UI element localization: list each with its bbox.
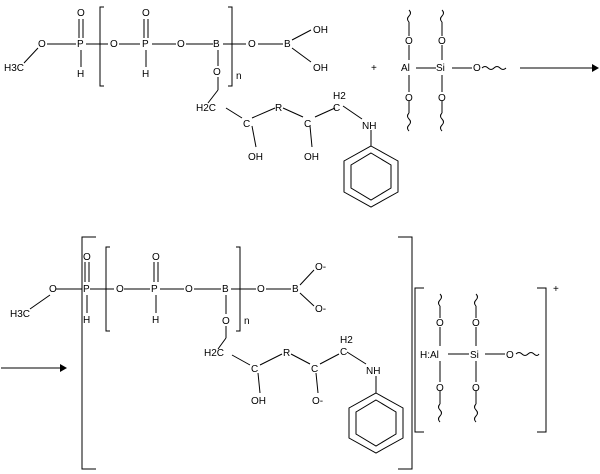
si-side-oxygen-label: O [473, 63, 481, 74]
ester-oxygen-label: O [38, 39, 46, 50]
al-top-oxygen-label: O [405, 36, 413, 47]
hydroxyl-1-label: OH [313, 25, 328, 36]
product-amine-label: NH [366, 366, 380, 377]
product-bridge-oxygen-3-label: O [257, 284, 265, 295]
carbon-2-label: C [304, 119, 311, 130]
wavy-bond-icon [474, 403, 478, 423]
reactant-polymer: H3C O P O H O P O H O B O B OH OH n O H2… [4, 6, 399, 208]
product-repeat-subscript-n: n [244, 316, 250, 327]
carbon-1-label: C [243, 119, 250, 130]
wavy-bond-icon [474, 293, 478, 307]
hydroxyl-4-label: OH [304, 152, 319, 163]
product-polymer: H3C O P O H O P O H O B O B O- O- n O H2… [10, 236, 413, 470]
product-boron-2-label: B [292, 284, 299, 295]
boron-1-label: B [213, 39, 220, 50]
methyl-label: H3C [4, 63, 24, 74]
reaction-arrow-top [520, 64, 599, 72]
wavy-bond-icon [440, 9, 444, 23]
product-phosphoryl-oxygen-1-label: O [83, 252, 91, 263]
product-boron-1-label: B [222, 284, 229, 295]
wavy-bond-icon [515, 352, 540, 356]
phosphorus-1-label: P [77, 39, 84, 50]
product-methylene-c-label: C [340, 347, 347, 358]
si-top-oxygen-label: O [438, 36, 446, 47]
phosphorus-2-label: P [142, 39, 149, 50]
r-group-label: R [275, 103, 282, 114]
product-methylene-label: H2C [204, 348, 224, 359]
product-si-side-oxygen-label: O [506, 350, 514, 361]
hydroxyl-3-label: OH [248, 152, 263, 163]
wavy-bond-icon [407, 9, 411, 23]
product-methyl-label: H3C [10, 309, 30, 320]
phosphorus-hydrogen-1-label: H [77, 69, 84, 80]
product-aluminosilicate: O O H:Al Si O O O + [414, 284, 559, 433]
product-si-top-oxygen-label: O [472, 318, 480, 329]
al-bottom-oxygen-label: O [405, 93, 413, 104]
product-r-group-label: R [283, 348, 290, 359]
product-bridge-oxygen-2-label: O [185, 284, 193, 295]
amine-label: NH [362, 121, 376, 132]
bridge-oxygen-3-label: O [248, 39, 256, 50]
protonated-aluminum-label: H:Al [420, 350, 439, 361]
wavy-bond-icon [438, 293, 442, 307]
aluminum-label: Al [401, 63, 410, 74]
product-al-top-oxygen-label: O [436, 318, 444, 329]
bridge-oxygen-2-label: O [177, 39, 185, 50]
product-oxide-1-label: O- [315, 262, 326, 273]
silicon-label: Si [436, 63, 445, 74]
product-al-bottom-oxygen-label: O [436, 383, 444, 394]
product-ester-oxygen-label: O [49, 284, 57, 295]
product-silicon-label: Si [470, 350, 479, 361]
boron-oxygen-label: O [213, 67, 221, 78]
repeat-subscript-n: n [236, 71, 242, 82]
product-boron-oxygen-label: O [222, 316, 230, 327]
phosphoryl-oxygen-1-label: O [77, 8, 85, 19]
wavy-bond-icon [440, 112, 444, 132]
product-carbon-1-label: C [251, 364, 258, 375]
methylene-h2-label: H2 [333, 91, 346, 102]
wavy-bond-icon [407, 112, 411, 132]
product-phosphoryl-oxygen-2-label: O [152, 252, 160, 263]
phosphoryl-oxygen-2-label: O [142, 8, 150, 19]
product-hydroxyl-label: OH [251, 396, 266, 407]
product-carbon-2-label: C [311, 364, 318, 375]
product-si-bottom-oxygen-label: O [472, 383, 480, 394]
product-methylene-h2-label: H2 [340, 335, 353, 346]
product-phosphorus-1-label: P [83, 284, 90, 295]
cation-charge-label: + [553, 284, 559, 295]
product-alkoxide-label: O- [312, 396, 323, 407]
reaction-arrow-bottom [1, 364, 67, 372]
wavy-bond-icon [438, 403, 442, 423]
boron-2-label: B [284, 39, 291, 50]
product-phosphorus-hydrogen-2-label: H [152, 315, 159, 326]
wavy-bond-icon [481, 66, 507, 70]
product-bridge-oxygen-1-label: O [116, 284, 124, 295]
bridge-oxygen-1-label: O [110, 39, 118, 50]
product-phosphorus-hydrogen-1-label: H [83, 315, 90, 326]
product-phosphorus-2-label: P [151, 284, 158, 295]
methylene-label: H2C [196, 103, 216, 114]
hydroxyl-2-label: OH [313, 63, 328, 74]
product-oxide-2-label: O- [315, 304, 326, 315]
methylene-c-label: C [333, 103, 340, 114]
plus-sign: + [371, 63, 377, 74]
phosphorus-hydrogen-2-label: H [142, 69, 149, 80]
si-bottom-oxygen-label: O [438, 93, 446, 104]
reactant-aluminosilicate: O O Al Si O O O [401, 9, 507, 132]
